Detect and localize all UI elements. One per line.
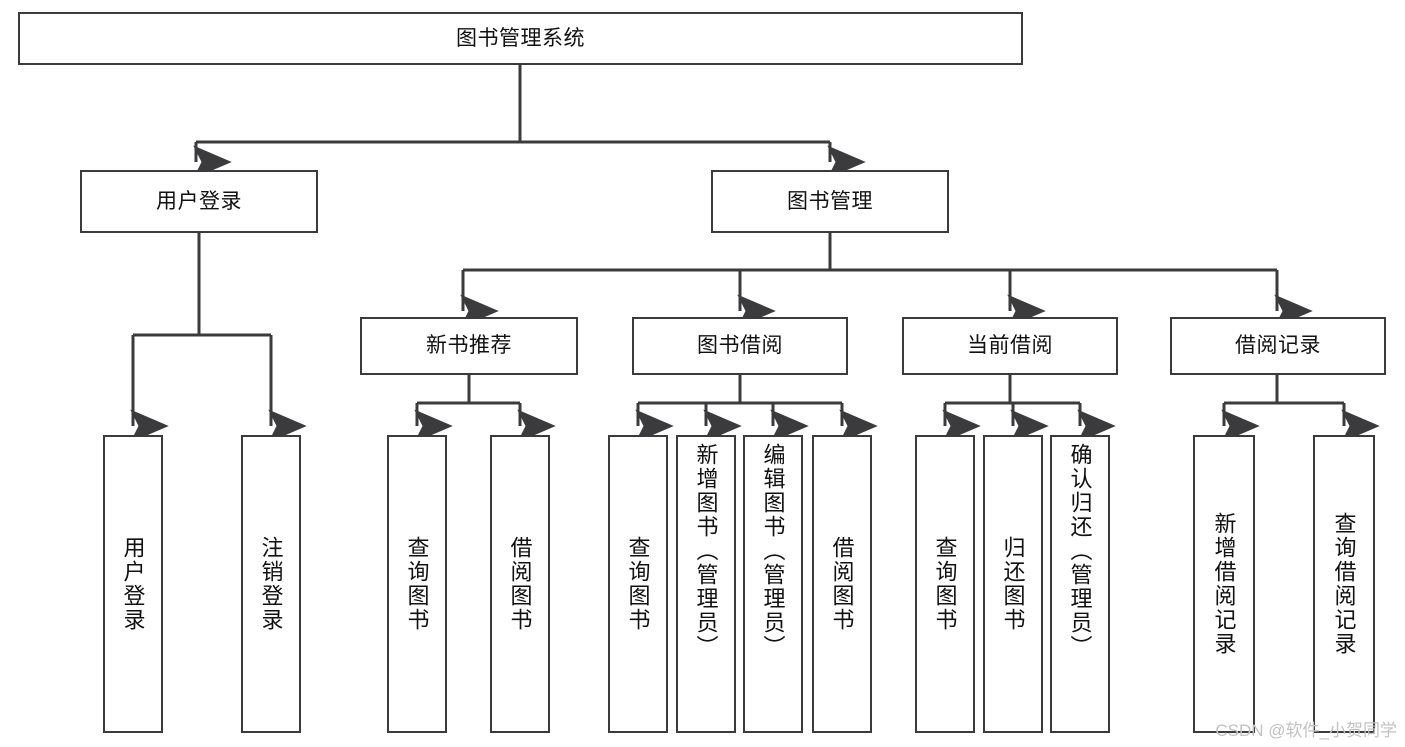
node-book-borrow[interactable]: 图书借阅 [632,317,848,375]
node-new-book-recommend[interactable]: 新书推荐 [360,317,578,375]
node-label: 新书推荐 [426,334,512,358]
leaf-borrow-books-bb[interactable]: 借阅图书 [812,435,872,733]
leaf-query-borrow-record[interactable]: 查询借阅记录 [1313,435,1375,733]
node-current-borrow[interactable]: 当前借阅 [902,317,1118,375]
node-label: 借阅图书 [507,536,533,632]
leaf-add-borrow-record[interactable]: 新增借阅记录 [1193,435,1255,733]
node-label: 新增借阅记录 [1211,512,1237,656]
leaf-query-books-bb[interactable]: 查询图书 [608,435,668,733]
node-root-system[interactable]: 图书管理系统 [18,12,1023,65]
leaf-add-book-admin[interactable]: 新增图书（管理员） [676,435,736,733]
node-label: 查询图书 [404,536,430,632]
leaf-borrow-books-nb[interactable]: 借阅图书 [490,435,550,733]
node-label: 图书管理系统 [456,26,585,50]
node-label: 新增图书（管理员） [693,443,719,659]
node-label: 用户登录 [120,536,146,632]
node-label: 用户登录 [156,189,242,213]
leaf-logout[interactable]: 注销登录 [241,435,301,733]
node-user-login[interactable]: 用户登录 [80,170,318,233]
node-label: 查询图书 [932,536,958,632]
node-label: 图书借阅 [697,334,783,358]
node-label: 查询图书 [625,536,651,632]
node-label: 图书管理 [787,189,873,213]
leaf-user-login[interactable]: 用户登录 [103,435,163,733]
leaf-query-books-nb[interactable]: 查询图书 [387,435,447,733]
node-label: 编辑图书（管理员） [760,443,786,659]
node-label: 借阅图书 [829,536,855,632]
node-label: 查询借阅记录 [1331,512,1357,656]
node-label: 注销登录 [258,536,284,632]
node-label: 当前借阅 [967,334,1053,358]
node-label: 确认归还（管理员） [1067,443,1093,659]
node-label: 归还图书 [1000,536,1026,632]
leaf-confirm-return-admin[interactable]: 确认归还（管理员） [1050,435,1110,733]
node-borrow-records[interactable]: 借阅记录 [1170,317,1386,375]
leaf-return-books[interactable]: 归还图书 [983,435,1043,733]
leaf-edit-book-admin[interactable]: 编辑图书（管理员） [743,435,803,733]
node-book-management[interactable]: 图书管理 [711,170,949,233]
leaf-query-books-cb[interactable]: 查询图书 [915,435,975,733]
node-label: 借阅记录 [1235,334,1321,358]
